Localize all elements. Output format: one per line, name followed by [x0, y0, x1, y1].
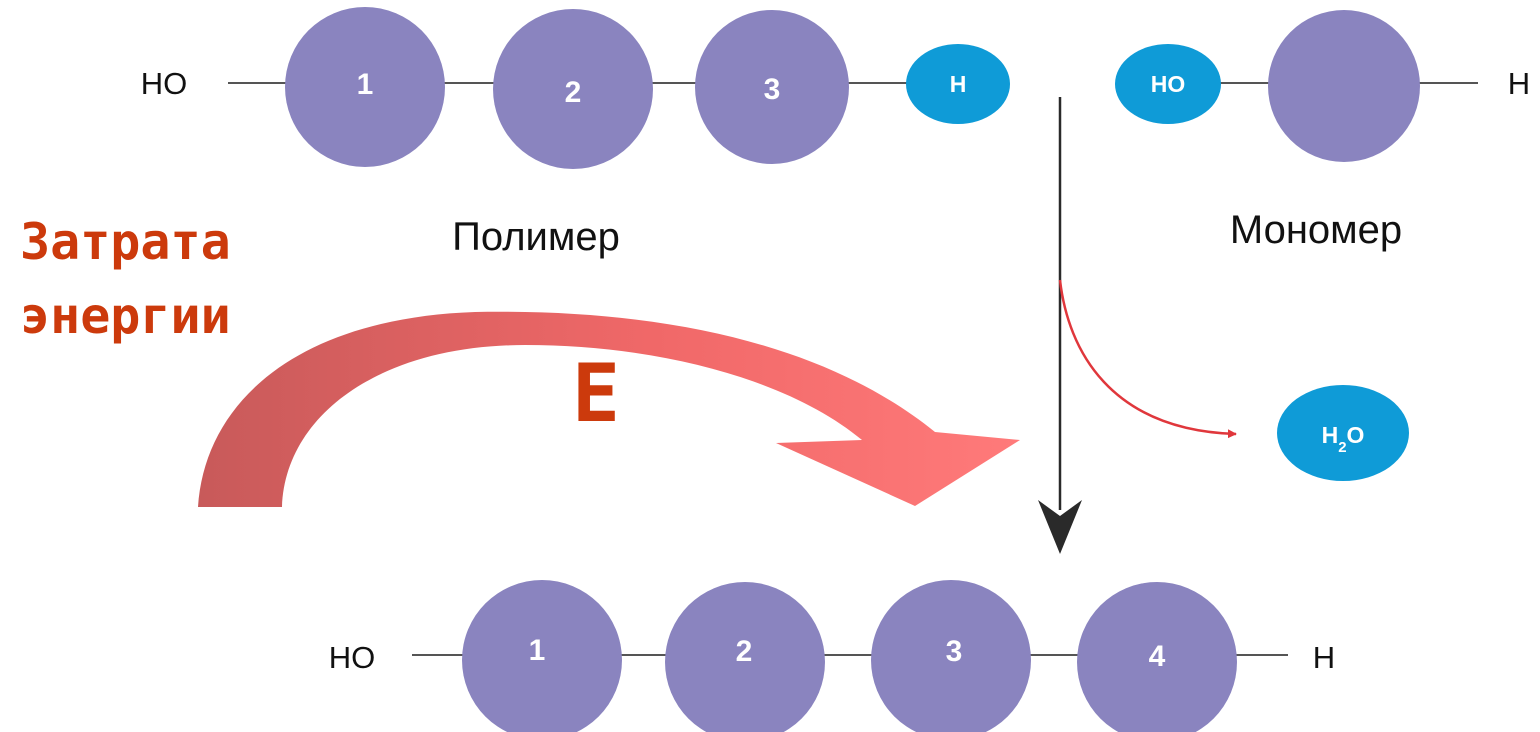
product-bead-number: 2 [736, 635, 753, 668]
monomer: HO H [1115, 10, 1530, 162]
polymer-bead-number: 1 [357, 68, 374, 101]
monomer-bead [1268, 10, 1420, 162]
polymer-bead [695, 10, 849, 164]
product-bead [665, 582, 825, 732]
energy-symbol: E [572, 347, 620, 440]
polymer-bead-number: 2 [565, 76, 582, 109]
polymer-bead-number: 3 [764, 73, 781, 106]
reaction-arrow-head [1038, 500, 1082, 554]
polymer-h-cap-label: H [950, 71, 967, 97]
monomer-right-end: H [1508, 66, 1530, 101]
polymer-caption: Полимер [452, 215, 620, 259]
energy-label-line2: энергии [20, 287, 231, 345]
product-bead-number: 1 [529, 634, 546, 667]
polymer-h-cap [906, 44, 1010, 124]
monomer-caption: Мономер [1230, 208, 1402, 252]
product-chain: HO 1 2 3 4 H [329, 580, 1335, 732]
monomer-ho-cap-label: HO [1151, 71, 1186, 97]
polymer-left-end: HO [141, 66, 188, 101]
energy-arrow [198, 311, 1020, 507]
product-bead-number: 3 [946, 635, 963, 668]
product-bead [462, 580, 622, 732]
polymer-bead [285, 7, 445, 167]
monomer-ho-cap [1115, 44, 1221, 124]
product-bead-number: 4 [1149, 640, 1166, 673]
product-bead [871, 580, 1031, 732]
water-molecule [1277, 385, 1409, 481]
water-release-arrow [1058, 279, 1237, 439]
product-left-end: HO [329, 640, 376, 675]
polymer-bead [493, 9, 653, 169]
product-right-end: H [1313, 640, 1335, 675]
water-label: H2O [1322, 422, 1365, 456]
polymer-chain: HO 1 2 3 H [141, 7, 1010, 169]
product-bead [1077, 582, 1237, 732]
energy-label-line1: Затрата [20, 213, 231, 271]
